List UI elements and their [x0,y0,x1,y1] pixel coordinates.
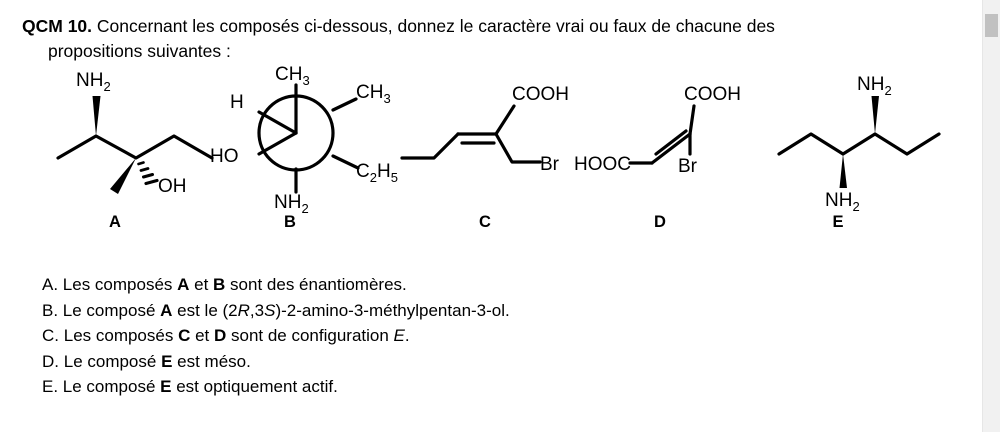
compound-b-front-methyl-label: CH3 [275,64,310,88]
proposition-key: E. [42,377,63,396]
compound-b-amine-label: NH2 [274,192,309,216]
compound-b-hydrogen-label: H [230,92,244,113]
compound-label-d: D [654,213,666,231]
proposition-text-run: Le composé [62,300,161,320]
compound-d-left-acid-label: HOOC [574,154,631,175]
proposition-text-run: )-2-amino-3-méthylpentan-3-ol. [275,300,510,320]
proposition-text-run: et [189,275,214,294]
compound-c-structure: COOH Br [400,58,580,188]
proposition-text-run: R [237,300,250,320]
proposition-text-run: et [190,326,214,345]
proposition-key: A. [42,275,63,294]
question-statement: QCM 10. Concernant les composés ci-desso… [22,14,957,64]
proposition-text-run: est méso. [172,351,251,371]
compound-b-back-methyl-label: CH3 [356,82,391,106]
proposition-text-run: ,3 [249,300,265,320]
proposition-text-run: D [213,326,227,345]
proposition-text-run: Les composés [62,275,178,294]
proposition-text-run: . [404,326,410,345]
compound-label-b: B [284,213,296,231]
compound-e-amine-wedge-bottom [839,154,847,188]
scrollbar-thumb[interactable] [985,14,998,37]
proposition-text-run: est le (2 [172,300,238,320]
compound-c-acid-label: COOH [512,84,569,105]
compound-label-e: E [832,213,844,231]
proposition-text-run: S [264,300,276,320]
compound-c-ethyl-chain [400,132,460,160]
proposition-text-run: sont de configuration [226,326,394,345]
proposition-text-run: E [161,351,173,371]
compound-e-amine-label-bottom: NH2 [825,190,860,214]
compound-b-front-bonds [257,83,298,156]
proposition-d: D. Le composé E est méso. [42,349,942,375]
proposition-text-run: C [178,326,191,345]
vertical-scrollbar[interactable] [982,0,1000,432]
question-line-1: QCM 10. Concernant les composés ci-desso… [22,14,957,39]
proposition-key: B. [42,300,63,320]
proposition-text-run: est optiquement actif. [171,377,338,396]
compound-e-structure: NH2 NH2 [775,58,950,214]
compound-structures-row: NH2 OH [0,58,983,243]
compound-a-structure: NH2 OH [48,58,233,198]
compound-a-methyl-wedge [110,158,136,194]
compound-e-amine-wedge-top [871,96,879,134]
proposition-e: E. Le composé E est optiquement actif. [42,374,942,400]
proposition-text-run: E [160,377,172,396]
compound-c-bromomethyl-bond [494,132,542,164]
compound-b-ethyl-label: C2H5 [356,161,398,185]
proposition-text-run: B [213,275,226,294]
proposition-text-run: Les composés [63,326,179,345]
proposition-text-run: E [393,326,405,345]
proposition-a: A. Les composés A et B sont des énantiom… [42,272,942,298]
propositions-list: A. Les composés A et B sont des énantiom… [42,272,942,400]
compound-b-back-bonds [294,97,360,194]
question-number: QCM 10. [22,16,93,36]
proposition-text-run: A [160,300,173,320]
proposition-b: B. Le composé A est le (2R,3S)-2-amino-3… [42,298,942,324]
proposition-text-run: A [177,275,190,294]
proposition-text-run: sont des énantiomères. [225,275,407,294]
question-prompt: Concernant les composés ci-dessous, donn… [96,16,775,36]
question-line-2: propositions suivantes : [48,41,231,61]
compound-b-structure: CH3 H HO CH3 C2H5 NH2 [208,58,408,216]
compound-c-acid-bond [494,104,516,136]
compound-c-bromine-label: Br [540,154,560,175]
compound-label-a: A [109,213,121,231]
compound-d-bromine-label: Br [678,156,698,177]
compound-d-structure: HOOC COOH Br [572,58,757,188]
proposition-text-run: Le composé [63,351,162,371]
compound-a-amine-wedge [92,96,101,136]
proposition-c: C. Les composés C et D sont de configura… [42,323,942,349]
compound-label-c: C [479,213,491,231]
compound-e-carbon-chain [777,132,941,156]
compound-d-double-bond-outer [650,132,692,165]
compound-a-hydroxyl-label: OH [158,176,187,197]
compound-a-carbon-chain [56,134,214,160]
compound-d-acid-label: COOH [684,84,741,105]
compound-a-hydroxyl-hash [137,161,159,186]
compound-d-acid-bond [688,104,696,136]
compound-b-hydroxyl-label: HO [210,146,239,167]
proposition-text-run: Le composé [62,377,161,396]
proposition-key: D. [42,351,64,371]
compound-e-amine-label-top: NH2 [857,74,892,98]
proposition-key: C. [42,326,64,345]
compound-d-double-bond-inner [654,129,688,156]
compound-a-amine-label: NH2 [76,70,111,94]
compound-labels-row: A B C D E [0,213,983,237]
